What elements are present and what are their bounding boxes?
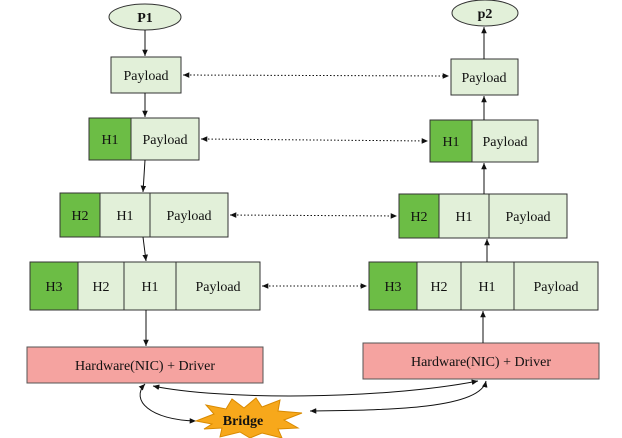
sender-l2-h1-label: H1 (116, 209, 133, 224)
sender-l2-payload-label: Payload (166, 209, 211, 224)
sender-l2-h1-cell (99, 192, 151, 238)
receiver-hardware-box (362, 342, 600, 380)
process-p1-label: P1 (137, 11, 153, 26)
sender-l2-payload-cell (149, 192, 229, 238)
sender-l1-payload-label: Payload (142, 133, 187, 148)
receiver-l3-payload-cell (513, 261, 599, 311)
receiver-l3-h2-label: H2 (430, 280, 447, 295)
peer-links (182, 72, 450, 289)
receiver-l2-h2-cell (398, 193, 440, 239)
bridge-link-right-lower (309, 380, 488, 414)
sender-l0-payload-cell (110, 56, 182, 94)
peer-link-l1 (200, 136, 429, 144)
sender-l1-h1-cell (88, 117, 132, 161)
sender-l3-h2-cell (77, 261, 125, 311)
sender-l2-h2-label: H2 (71, 209, 88, 224)
receiver-l3-h1-label: H1 (478, 280, 495, 295)
bridge-label: Bridge (223, 414, 263, 429)
process-p2-label: p2 (478, 7, 493, 22)
sender-l3-h1-cell (123, 261, 177, 311)
peer-link-l2 (229, 212, 398, 219)
receiver-l2-payload-cell (488, 193, 568, 239)
process-p2-node (451, 0, 519, 27)
sender-l0-payload-label: Payload (123, 69, 168, 84)
receiver-l0-payload-label: Payload (461, 71, 506, 86)
sender-l1-payload-cell (130, 117, 200, 161)
receiver-l2-h1-cell (438, 193, 490, 239)
bridge-starburst-icon (194, 397, 303, 438)
sender-l3-h3-label: H3 (45, 280, 62, 295)
receiver-l1-h1-label: H1 (442, 135, 459, 150)
receiver-l2-payload-label: Payload (505, 210, 550, 225)
receiver-l3-h2-cell (416, 261, 462, 311)
receiver-stack: p2 Payload H1 Payload H2 H1 Payload H3 H… (362, 0, 600, 380)
bridge-link-left-lower (138, 383, 197, 424)
receiver-l3-h3-label: H3 (384, 280, 401, 295)
sender-arrow-l2-to-l3 (142, 236, 148, 262)
peer-link-l0 (182, 72, 450, 79)
sender-l2-h2-cell (59, 192, 101, 238)
sender-hardware-box (26, 346, 264, 384)
sender-l3-payload-cell (175, 261, 261, 311)
bridge-group: Bridge (138, 379, 488, 438)
receiver-l3-payload-label: Payload (533, 280, 578, 295)
sender-hardware-label: Hardware(NIC) + Driver (75, 359, 215, 374)
sender-l1-h1-label: H1 (101, 133, 118, 148)
receiver-l1-payload-label: Payload (482, 135, 527, 150)
receiver-l1-payload-cell (471, 119, 539, 163)
receiver-hardware-label: Hardware(NIC) + Driver (411, 355, 551, 370)
receiver-l2-h1-label: H1 (455, 210, 472, 225)
sender-stack: P1 Payload H1 Payload H2 H1 Payload H3 H… (26, 3, 264, 384)
receiver-l2-h2-label: H2 (410, 210, 427, 225)
receiver-l3-h3-cell (368, 261, 418, 311)
sender-arrow-l1-to-l2 (140, 159, 147, 193)
sender-l3-h1-label: H1 (141, 280, 158, 295)
sender-l3-h2-label: H2 (92, 280, 109, 295)
sender-l3-payload-label: Payload (195, 280, 240, 295)
